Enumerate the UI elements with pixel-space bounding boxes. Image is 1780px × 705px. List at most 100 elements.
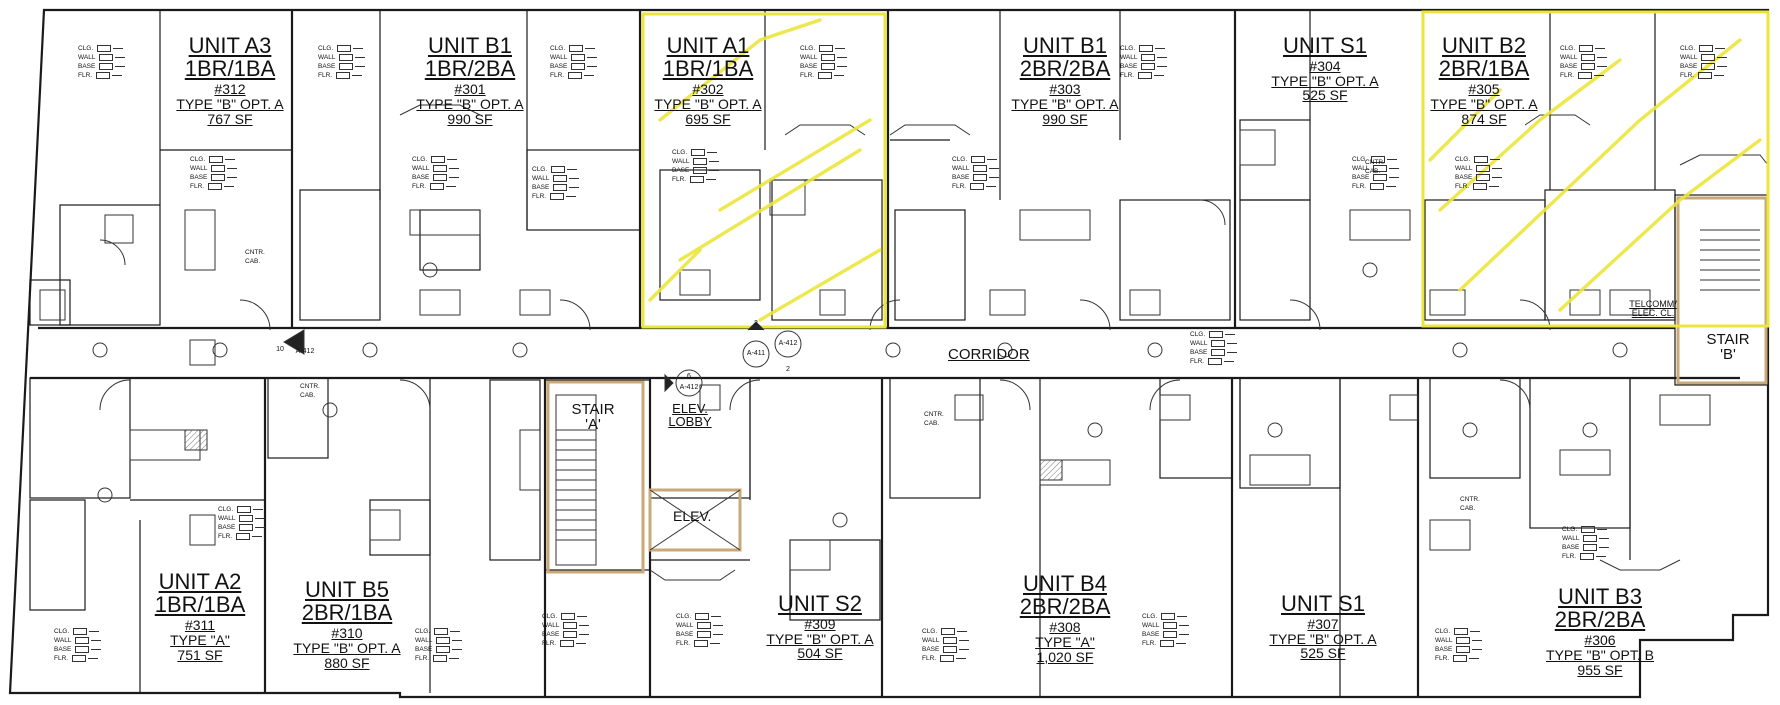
legend-clg: CLG. bbox=[318, 44, 365, 53]
legend-clg: CLG. bbox=[218, 505, 265, 514]
finish-legend: CLG. WALL BASE FLR. bbox=[1455, 155, 1503, 191]
legend-wall: WALL bbox=[1680, 53, 1728, 62]
legend-clg: CLG. bbox=[952, 155, 999, 164]
unit-label-b1-301: UNIT B1 1BR/2BA #301 TYPE "B" OPT. A 990… bbox=[405, 34, 535, 126]
stair-a-label: STAIR 'A' bbox=[568, 402, 618, 432]
legend-wall: WALL bbox=[412, 164, 460, 173]
unit-option: TYPE "B" OPT. A bbox=[1271, 72, 1379, 89]
cabinet-cab: CAB. bbox=[300, 392, 316, 399]
unit-option: TYPE "B" OPT. A bbox=[293, 639, 401, 656]
finish-legend: CLG. WALL BASE FLR. bbox=[542, 612, 590, 648]
legend-clg: CLG. bbox=[532, 165, 579, 174]
finish-legend: CLG. WALL BASE FLR. bbox=[78, 44, 126, 80]
legend-wall: WALL bbox=[78, 53, 126, 62]
finish-legend: CLG. WALL BASE FLR. bbox=[54, 627, 102, 663]
unit-option: TYPE "B" OPT. A bbox=[766, 630, 874, 647]
legend-clg: CLG. bbox=[190, 155, 237, 164]
legend-flr: FLR. bbox=[54, 654, 101, 663]
legend-wall: WALL bbox=[1120, 53, 1168, 62]
section-mark-10-text: 10 bbox=[276, 346, 284, 353]
unit-name: UNIT S1 bbox=[1281, 591, 1365, 616]
section-mark-a412-num: 2 bbox=[786, 366, 790, 373]
legend-clg: CLG. bbox=[542, 612, 589, 621]
finish-legend: CLG. WALL BASE FLR. bbox=[415, 627, 463, 663]
legend-clg: CLG. bbox=[1142, 612, 1189, 621]
legend-wall: WALL bbox=[672, 157, 720, 166]
unit-type: 2BR/1BA bbox=[301, 600, 393, 626]
unit-a1-highlight-strokes bbox=[648, 18, 882, 322]
unit-option: TYPE "B" OPT. A bbox=[1430, 95, 1538, 112]
finish-legend: CLG. WALL BASE FLR. bbox=[922, 627, 970, 663]
legend-flr: FLR. bbox=[78, 71, 125, 80]
unit-option: TYPE "B" OPT. B bbox=[1546, 646, 1654, 663]
unit-label-b1-303: UNIT B1 2BR/2BA #303 TYPE "B" OPT. A 990… bbox=[1000, 34, 1130, 126]
legend-clg: CLG. bbox=[672, 148, 719, 157]
section-mark-6-num: 6 bbox=[687, 373, 691, 380]
finish-legend: CLG. WALL BASE FLR. bbox=[1680, 44, 1728, 80]
legend-base: BASE bbox=[218, 523, 266, 532]
unit-type: 1BR/2BA bbox=[424, 56, 516, 82]
unit-option: TYPE "A" bbox=[1035, 633, 1095, 650]
cabinet-tag: CNTR. CAB. bbox=[1365, 158, 1385, 176]
unit-area: 1,020 SF bbox=[1036, 648, 1094, 665]
legend-flr: FLR. bbox=[318, 71, 365, 80]
unit-area: 874 SF bbox=[1461, 110, 1507, 127]
north-partitions bbox=[29, 10, 1769, 386]
legend-clg: CLG. bbox=[800, 44, 847, 53]
cabinet-cntr: CNTR. bbox=[1460, 496, 1480, 503]
legend-clg: CLG. bbox=[1560, 44, 1607, 53]
finish-legend: CLG. WALL BASE FLR. bbox=[1435, 627, 1483, 663]
legend-clg: CLG. bbox=[412, 155, 459, 164]
cabinet-tag: CNTR. CAB. bbox=[300, 382, 320, 400]
legend-clg: CLG. bbox=[1190, 330, 1237, 339]
legend-wall: WALL bbox=[415, 636, 463, 645]
unit-area: 695 SF bbox=[685, 110, 731, 127]
window-bays bbox=[399, 104, 1769, 581]
unit-area: 767 SF bbox=[207, 110, 253, 127]
legend-base: BASE bbox=[190, 173, 238, 182]
legend-flr: FLR. bbox=[922, 654, 969, 663]
telcom-line-2: ELEC. CL. bbox=[1631, 308, 1675, 318]
legend-flr: FLR. bbox=[1352, 182, 1399, 191]
stair-b-line-1: STAIR bbox=[1706, 331, 1750, 348]
unit-name: UNIT B4 bbox=[1023, 571, 1107, 596]
legend-wall: WALL bbox=[318, 53, 366, 62]
unit-option: TYPE "A" bbox=[170, 631, 230, 648]
finish-legend: CLG. WALL BASE FLR. bbox=[676, 612, 724, 648]
legend-wall: WALL bbox=[542, 621, 590, 630]
legend-clg: CLG. bbox=[54, 627, 101, 636]
unit-label-b4: UNIT B4 2BR/2BA #308 TYPE "A" 1,020 SF bbox=[1005, 572, 1125, 664]
cabinet-cab: CAB. bbox=[924, 420, 940, 427]
legend-clg: CLG. bbox=[1562, 525, 1609, 534]
section-mark-a411-num: 2 bbox=[754, 320, 758, 327]
section-mark-6-ref: A-412 bbox=[679, 384, 699, 391]
unit-label-b5: UNIT B5 2BR/1BA #310 TYPE "B" OPT. A 880… bbox=[282, 578, 412, 670]
unit-area: 880 SF bbox=[324, 654, 370, 671]
legend-wall: WALL bbox=[1562, 534, 1610, 543]
unit-area: 525 SF bbox=[1302, 87, 1348, 104]
finish-legend: CLG. WALL BASE FLR. bbox=[672, 148, 720, 184]
ceiling-fixtures bbox=[92, 262, 1628, 528]
unit-number: #307 bbox=[1307, 616, 1339, 633]
legend-wall: WALL bbox=[676, 621, 724, 630]
kitchen-island-hatch-2 bbox=[1039, 459, 1063, 481]
legend-flr: FLR. bbox=[1190, 357, 1237, 366]
unit-option: TYPE "B" OPT. A bbox=[1269, 630, 1377, 647]
unit-number: #306 bbox=[1584, 632, 1616, 649]
legend-wall: WALL bbox=[1435, 636, 1483, 645]
legend-base: BASE bbox=[1680, 62, 1728, 71]
legend-flr: FLR. bbox=[1455, 182, 1502, 191]
finish-legend: CLG. WALL BASE FLR. bbox=[1562, 525, 1610, 561]
legend-flr: FLR. bbox=[550, 71, 597, 80]
unit-option: TYPE "B" OPT. A bbox=[654, 95, 762, 112]
unit-name: UNIT B1 bbox=[428, 33, 512, 58]
section-mark-10 bbox=[283, 329, 305, 355]
legend-base: BASE bbox=[800, 62, 848, 71]
legend-base: BASE bbox=[676, 630, 724, 639]
legend-base: BASE bbox=[952, 173, 1000, 182]
stair-b bbox=[1676, 196, 1768, 385]
unit-name: UNIT B1 bbox=[1023, 33, 1107, 58]
unit-area: 990 SF bbox=[447, 110, 493, 127]
unit-type: 2BR/2BA bbox=[1019, 594, 1111, 620]
legend-base: BASE bbox=[54, 645, 102, 654]
